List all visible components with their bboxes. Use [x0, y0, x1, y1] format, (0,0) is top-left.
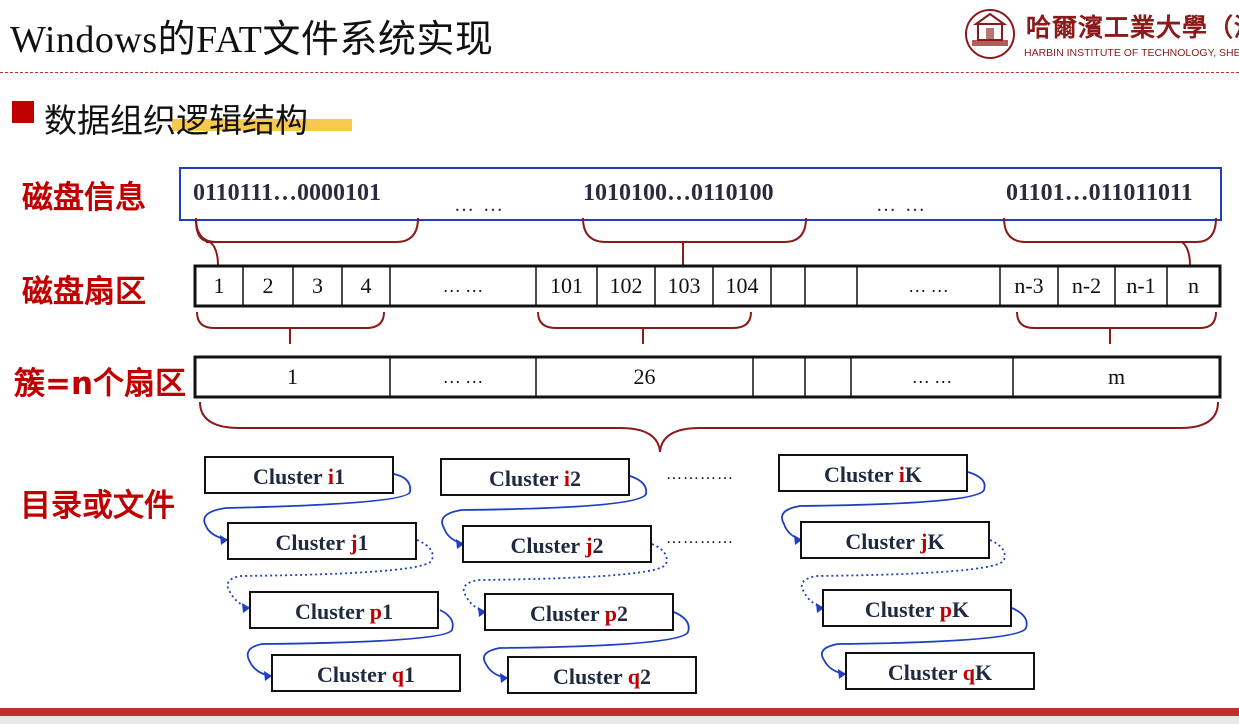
sector-cell: 101	[550, 273, 583, 298]
footer-bar	[0, 708, 1239, 716]
emblem-icon	[965, 9, 1015, 59]
cluster-box: Cluster j1	[227, 522, 417, 560]
sector-ellipsis: … …	[442, 276, 484, 296]
cluster-box: Cluster q1	[271, 654, 461, 692]
cluster-box: Cluster i2	[440, 458, 630, 496]
disk-info-box	[179, 167, 1222, 221]
cluster-box: Cluster iK	[778, 454, 968, 492]
cluster-box: Cluster p1	[249, 591, 439, 629]
label-dir-file: 目录或文件	[20, 488, 175, 524]
logo-chinese-name: 哈爾濱工業大學（深	[1026, 13, 1239, 42]
disk-bits-3: 01101…011011011	[1006, 180, 1193, 206]
cluster-box: Cluster qK	[845, 652, 1035, 690]
sector-cell: n-3	[1014, 273, 1044, 298]
cluster-ellipsis: … …	[911, 367, 953, 387]
brace-sector-3	[1016, 311, 1217, 329]
sector-cell: 1	[213, 273, 225, 298]
page-title: Windows的FAT文件系统实现	[10, 19, 494, 61]
disk-bits-2: 1010100…0110100	[583, 180, 774, 206]
cluster-box: Cluster jK	[800, 521, 990, 559]
sector-cell: 104	[725, 273, 759, 298]
cluster-box: Cluster p2	[484, 593, 674, 631]
cluster-ellipsis: … …	[442, 367, 484, 387]
section-subtitle: 数据组织逻辑结构	[44, 101, 308, 140]
cluster-cell: 1	[287, 364, 298, 389]
header-divider	[0, 72, 1239, 73]
sector-cell: n-2	[1071, 273, 1102, 298]
footer-strip	[0, 716, 1239, 724]
cluster-box: Cluster q2	[507, 656, 697, 694]
sector-cell: 102	[609, 273, 643, 298]
disk-bits-ellipsis-2: … …	[876, 194, 927, 216]
sector-cell: 103	[667, 273, 701, 298]
cluster-box: Cluster i1	[204, 456, 394, 494]
sector-cell: 2	[262, 273, 274, 298]
logo-english-name: HARBIN INSTITUTE OF TECHNOLOGY, SHE	[1024, 47, 1239, 59]
sector-cell: n-1	[1126, 273, 1156, 298]
square-bullet-icon	[12, 101, 34, 123]
disk-bits-ellipsis-1: … …	[454, 194, 505, 216]
cluster-cell: m	[1107, 364, 1126, 389]
brace-disk-1	[195, 217, 419, 243]
label-cluster: 簇=n个扇区	[14, 366, 187, 402]
brace-disk-2	[582, 217, 807, 243]
university-logo	[958, 4, 1239, 64]
cluster-box: Cluster pK	[822, 589, 1012, 627]
disk-bits-1: 0110111…0000101	[193, 180, 382, 206]
cluster-cell: 26	[633, 364, 656, 389]
sector-row	[193, 264, 1222, 308]
label-disk-info: 磁盘信息	[22, 180, 146, 216]
sector-cell: 3	[312, 273, 323, 298]
chain-ellipsis: …………	[666, 530, 734, 547]
subtitle-highlight	[172, 119, 352, 131]
cluster-box: Cluster j2	[462, 525, 652, 563]
brace-sector-1	[196, 311, 385, 329]
brace-sector-2	[537, 311, 752, 329]
chain-ellipsis: …………	[666, 466, 734, 483]
sector-ellipsis: … …	[908, 276, 949, 296]
brace-cluster	[199, 401, 1219, 453]
brace-disk-3	[1003, 217, 1217, 243]
label-disk-sector: 磁盘扇区	[22, 274, 146, 310]
sector-cell: n	[1188, 273, 1199, 298]
cluster-row	[193, 355, 1222, 399]
sector-cell: 4	[360, 273, 372, 298]
